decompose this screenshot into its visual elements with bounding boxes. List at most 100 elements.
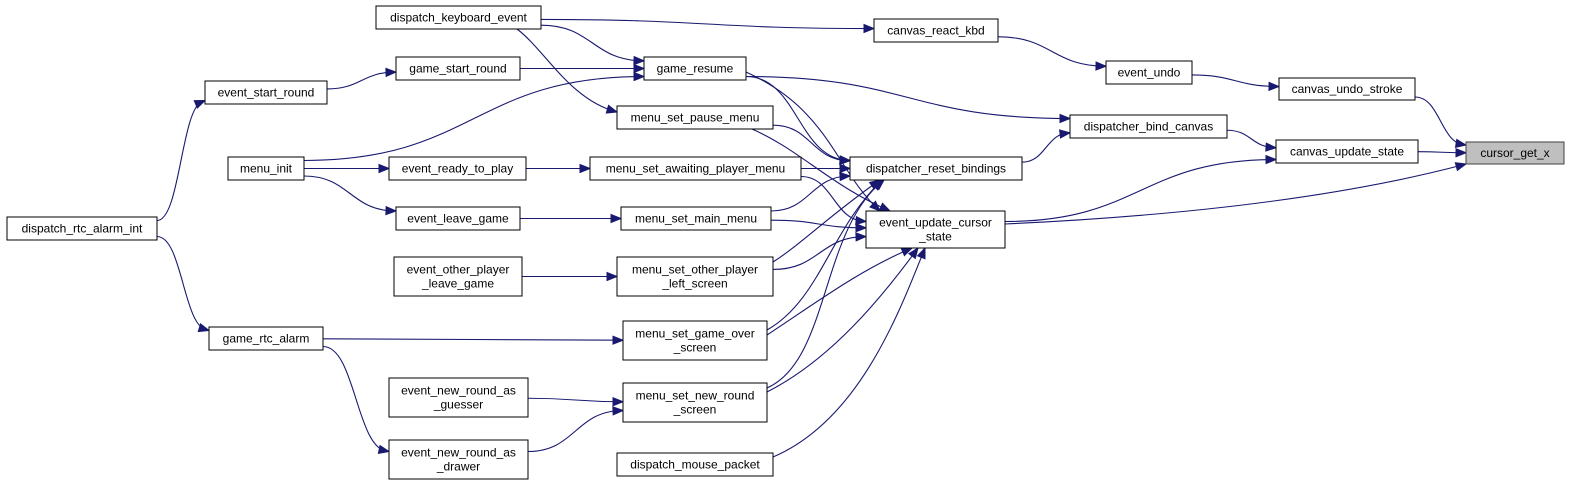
edge-dispatch-keyboard-event-to-canvas-react-kbd-arrowhead <box>863 23 876 34</box>
node-event-other-player-leave-game-box[interactable] <box>393 256 523 297</box>
node-dispatch-mouse-packet-label: dispatch_mouse_packet <box>630 458 760 472</box>
node-cursor-get-x-box[interactable] <box>1465 141 1565 165</box>
edge-menu-init-to-event-leave-game <box>303 175 397 212</box>
node-cursor-get-x[interactable]: cursor_get_x <box>1465 141 1565 165</box>
edge-menu-set-new-round-screen-to-event-update-cursor-state-arrowhead <box>907 246 919 260</box>
node-menu-set-other-player-left-screen-box[interactable] <box>616 256 774 297</box>
node-dispatcher-reset-bindings[interactable]: dispatcher_reset_bindings <box>849 156 1023 181</box>
node-menu-set-other-player-left-screen[interactable]: menu_set_other_player_left_screen <box>616 256 774 297</box>
edge-dispatch-rtc-alarm-int-to-game-rtc-alarm-arrowhead <box>197 323 211 333</box>
node-menu-set-awaiting-player-menu-label: menu_set_awaiting_player_menu <box>606 162 785 176</box>
node-event-new-round-as-drawer[interactable]: event_new_round_as_drawer <box>388 439 529 480</box>
node-menu-set-new-round-screen-box[interactable] <box>622 382 768 423</box>
edge-game-start-round-to-game-resume-arrowhead <box>633 63 646 74</box>
node-canvas-undo-stroke-box[interactable] <box>1278 77 1416 101</box>
node-menu-set-awaiting-player-menu-box[interactable] <box>589 156 802 181</box>
node-event-leave-game-box[interactable] <box>395 206 521 231</box>
node-menu-init-box[interactable] <box>227 156 305 181</box>
node-game-resume[interactable]: game_resume <box>643 56 747 81</box>
edge-event-new-round-as-drawer-to-menu-set-new-round-screen <box>527 409 624 453</box>
node-event-new-round-as-drawer-box[interactable] <box>388 439 529 480</box>
node-event-other-player-leave-game-label: _leave_game <box>421 277 494 291</box>
node-menu-set-main-menu[interactable]: menu_set_main_menu <box>620 206 772 231</box>
edge-game-rtc-alarm-to-event-new-round-as-drawer <box>322 345 390 453</box>
node-dispatch-rtc-alarm-int[interactable]: dispatch_rtc_alarm_int <box>6 216 158 241</box>
node-menu-set-main-menu-label: menu_set_main_menu <box>635 212 757 226</box>
node-event-update-cursor-state-box[interactable] <box>865 210 1006 249</box>
node-canvas-react-kbd-box[interactable] <box>873 18 999 43</box>
node-event-new-round-as-guesser-box[interactable] <box>388 377 529 418</box>
node-canvas-react-kbd[interactable]: canvas_react_kbd <box>873 18 999 43</box>
node-game-start-round[interactable]: game_start_round <box>395 56 521 81</box>
node-event-new-round-as-guesser[interactable]: event_new_round_as_guesser <box>388 377 529 418</box>
edge-menu-set-pause-menu-to-dispatcher-reset-bindings <box>772 124 851 162</box>
node-menu-set-new-round-screen[interactable]: menu_set_new_round_screen <box>622 382 768 423</box>
node-menu-set-main-menu-box[interactable] <box>620 206 772 231</box>
node-event-new-round-as-guesser-label: event_new_round_as <box>401 384 516 398</box>
node-menu-set-pause-menu[interactable]: menu_set_pause_menu <box>616 105 774 130</box>
edge-game-rtc-alarm-to-menu-set-game-over-screen <box>322 338 624 341</box>
edge-dispatch-keyboard-event-to-game-resume-arrowhead <box>633 55 646 66</box>
node-menu-set-awaiting-player-menu[interactable]: menu_set_awaiting_player_menu <box>589 156 802 181</box>
node-dispatch-keyboard-event[interactable]: dispatch_keyboard_event <box>375 5 542 30</box>
node-event-undo-box[interactable] <box>1105 60 1193 85</box>
node-event-other-player-leave-game-label: event_other_player <box>407 263 510 277</box>
node-menu-init[interactable]: menu_init <box>227 156 305 181</box>
node-canvas-react-kbd-label: canvas_react_kbd <box>887 24 984 38</box>
edge-event-leave-game-to-menu-set-main-menu-arrowhead <box>610 213 623 224</box>
node-event-new-round-as-drawer-label: event_new_round_as <box>401 446 516 460</box>
edge-canvas-undo-stroke-to-cursor-get-x <box>1414 96 1467 146</box>
node-event-undo[interactable]: event_undo <box>1105 60 1193 85</box>
node-event-start-round-box[interactable] <box>204 80 328 105</box>
node-dispatcher-bind-canvas[interactable]: dispatcher_bind_canvas <box>1069 114 1228 139</box>
node-dispatch-keyboard-event-box[interactable] <box>375 5 542 30</box>
node-dispatch-mouse-packet[interactable]: dispatch_mouse_packet <box>616 452 774 477</box>
edge-menu-set-main-menu-to-event-update-cursor-state-arrowhead <box>855 223 868 233</box>
node-event-update-cursor-state-label: event_update_cursor <box>879 216 992 230</box>
node-event-ready-to-play-box[interactable] <box>388 156 527 181</box>
node-game-resume-box[interactable] <box>643 56 747 81</box>
node-cursor-get-x-label: cursor_get_x <box>1480 146 1549 160</box>
edge-dispatcher-bind-canvas-to-canvas-update-state-arrowhead <box>1265 142 1278 152</box>
node-game-resume-label: game_resume <box>657 62 734 76</box>
edge-game-resume-to-dispatcher-bind-canvas <box>745 75 1071 120</box>
node-canvas-undo-stroke[interactable]: canvas_undo_stroke <box>1278 77 1416 101</box>
node-dispatch-mouse-packet-box[interactable] <box>616 452 774 477</box>
node-menu-set-game-over-screen-box[interactable] <box>622 320 768 361</box>
edge-event-new-round-as-drawer-to-menu-set-new-round-screen-arrowhead <box>612 406 625 416</box>
node-game-start-round-label: game_start_round <box>409 62 506 76</box>
edge-event-update-cursor-state-to-cursor-get-x <box>1004 163 1467 225</box>
edge-menu-set-pause-menu-to-event-update-cursor-state <box>751 128 891 212</box>
node-canvas-update-state-box[interactable] <box>1275 139 1419 164</box>
node-event-start-round[interactable]: event_start_round <box>204 80 328 105</box>
node-dispatch-rtc-alarm-int-box[interactable] <box>6 216 158 241</box>
node-event-ready-to-play[interactable]: event_ready_to_play <box>388 156 527 181</box>
node-menu-set-new-round-screen-label: menu_set_new_round <box>636 389 755 403</box>
node-event-leave-game[interactable]: event_leave_game <box>395 206 521 231</box>
edge-event-other-player-leave-game-to-menu-set-other-player-left-screen-arrowhead <box>606 271 619 282</box>
edge-menu-set-main-menu-to-dispatcher-reset-bindings <box>770 175 851 212</box>
node-game-rtc-alarm-box[interactable] <box>208 326 324 351</box>
edge-menu-set-main-menu-to-event-update-cursor-state <box>770 219 867 229</box>
edge-menu-set-awaiting-player-menu-to-event-update-cursor-state-arrowhead <box>855 215 868 226</box>
node-menu-set-game-over-screen[interactable]: menu_set_game_over_screen <box>622 320 768 361</box>
node-canvas-update-state[interactable]: canvas_update_state <box>1275 139 1419 164</box>
node-event-new-round-as-guesser-label: _guesser <box>433 398 483 412</box>
node-dispatcher-bind-canvas-box[interactable] <box>1069 114 1228 139</box>
edge-menu-set-other-player-left-screen-to-dispatcher-reset-bindings <box>772 179 881 263</box>
node-game-start-round-box[interactable] <box>395 56 521 81</box>
node-event-update-cursor-state[interactable]: event_update_cursor_state <box>865 210 1006 249</box>
edge-dispatch-keyboard-event-to-canvas-react-kbd <box>540 18 875 30</box>
node-dispatcher-bind-canvas-label: dispatcher_bind_canvas <box>1084 120 1213 134</box>
node-game-rtc-alarm[interactable]: game_rtc_alarm <box>208 326 324 351</box>
node-event-ready-to-play-label: event_ready_to_play <box>402 162 513 176</box>
edge-menu-set-game-over-screen-to-dispatcher-reset-bindings <box>766 179 883 331</box>
node-dispatcher-reset-bindings-box[interactable] <box>849 156 1023 181</box>
edge-game-resume-to-event-update-cursor-state-arrowhead <box>869 200 881 212</box>
edge-game-rtc-alarm-to-menu-set-game-over-screen-arrowhead <box>612 335 625 345</box>
edge-event-undo-to-canvas-undo-stroke <box>1191 74 1280 88</box>
node-menu-set-other-player-left-screen-label: _left_screen <box>661 277 727 291</box>
node-menu-set-pause-menu-box[interactable] <box>616 105 774 130</box>
node-event-other-player-leave-game[interactable]: event_other_player_leave_game <box>393 256 523 297</box>
